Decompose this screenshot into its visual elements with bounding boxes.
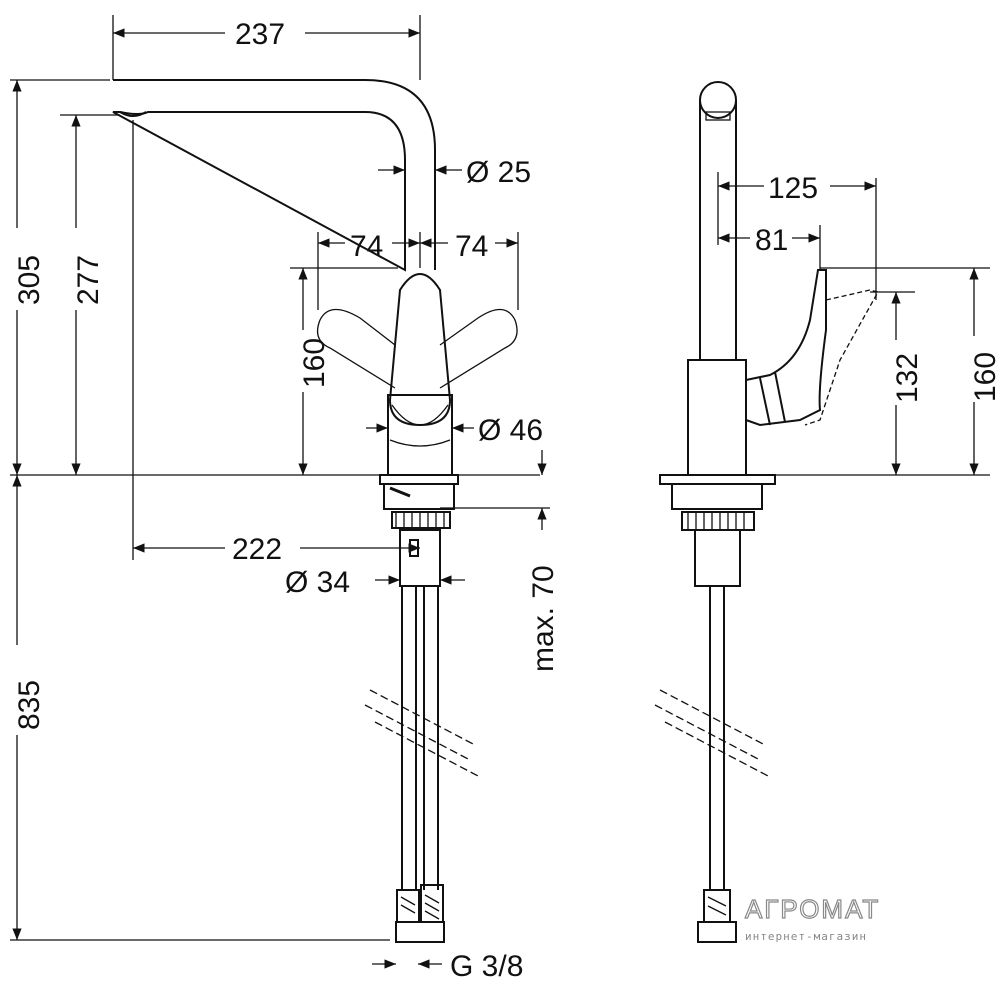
side-ext-lines	[717, 172, 990, 476]
side-nut-thread	[687, 512, 745, 530]
side-connector	[697, 921, 737, 943]
front-base-lower	[383, 483, 455, 510]
front-fitting-hatch	[400, 894, 440, 920]
watermark-subtitle: интернет-магазин	[745, 930, 867, 943]
side-nut	[681, 511, 755, 531]
side-lever-ghost	[804, 289, 879, 426]
dim-total-height: 305	[13, 255, 46, 305]
front-lever-ghost-right	[439, 308, 518, 389]
side-shank	[694, 529, 741, 587]
side-fitting	[703, 889, 731, 923]
front-aerator	[119, 111, 147, 117]
front-base-lock	[389, 486, 411, 498]
dim-body-diameter: Ø 46	[478, 414, 543, 447]
front-spout	[112, 79, 436, 272]
dim-side-lever-height: 132	[891, 353, 924, 403]
side-fitting-hatch	[707, 896, 727, 916]
front-ext-lines	[10, 15, 550, 941]
front-lever-inner	[391, 404, 449, 426]
dim-connection-thread: G 3/8	[450, 950, 523, 983]
dim-max-counter: max. 70	[527, 565, 560, 672]
front-view: 237 305 277 Ø 25 74 74 160 Ø 46 222	[10, 15, 560, 983]
dim-lever-swing-left: 74	[350, 230, 383, 263]
front-lever-ghost-left	[316, 308, 396, 389]
front-base-plate	[379, 474, 459, 485]
side-hose	[709, 586, 725, 890]
front-lever	[388, 273, 452, 427]
side-break-marks	[654, 689, 771, 778]
dim-handle-height: 160	[298, 338, 331, 388]
front-hose-left	[401, 586, 417, 890]
front-body-line	[389, 439, 451, 447]
side-lever-collar	[759, 371, 786, 426]
side-body	[687, 359, 747, 476]
dim-hose-length: 835	[13, 680, 46, 730]
dim-side-lever-height-max: 160	[969, 352, 1000, 402]
dim-side-lever-reach: 81	[755, 224, 788, 257]
side-base-lower	[671, 483, 763, 510]
front-body	[387, 394, 453, 476]
front-break-marks	[364, 689, 481, 778]
watermark-brand: АГРОМАТ	[745, 894, 880, 924]
dim-spout-diameter: Ø 25	[466, 156, 531, 189]
dim-lever-swing-right: 74	[455, 230, 488, 263]
front-nut	[391, 511, 451, 529]
front-hose-right	[423, 586, 439, 890]
dim-spout-reach: 237	[235, 18, 285, 51]
dim-spout-projection: 222	[232, 533, 282, 566]
side-spout-cap	[705, 111, 731, 121]
dim-side-lever-reach-max: 125	[768, 172, 818, 205]
dim-shank-diameter: Ø 34	[285, 566, 350, 599]
front-fitting-right	[420, 884, 444, 923]
side-view: 125 81 132 160	[654, 81, 1000, 943]
watermark: АГРОМАТ интернет-магазин	[744, 893, 880, 943]
side-base-plate	[659, 474, 776, 485]
front-nut-thread	[395, 512, 445, 528]
front-shank	[399, 529, 441, 587]
front-connector	[395, 921, 445, 943]
side-spout-column	[699, 100, 737, 360]
side-lever	[745, 269, 827, 427]
front-fitting-left	[396, 889, 420, 923]
dim-outlet-height: 277	[72, 255, 105, 305]
